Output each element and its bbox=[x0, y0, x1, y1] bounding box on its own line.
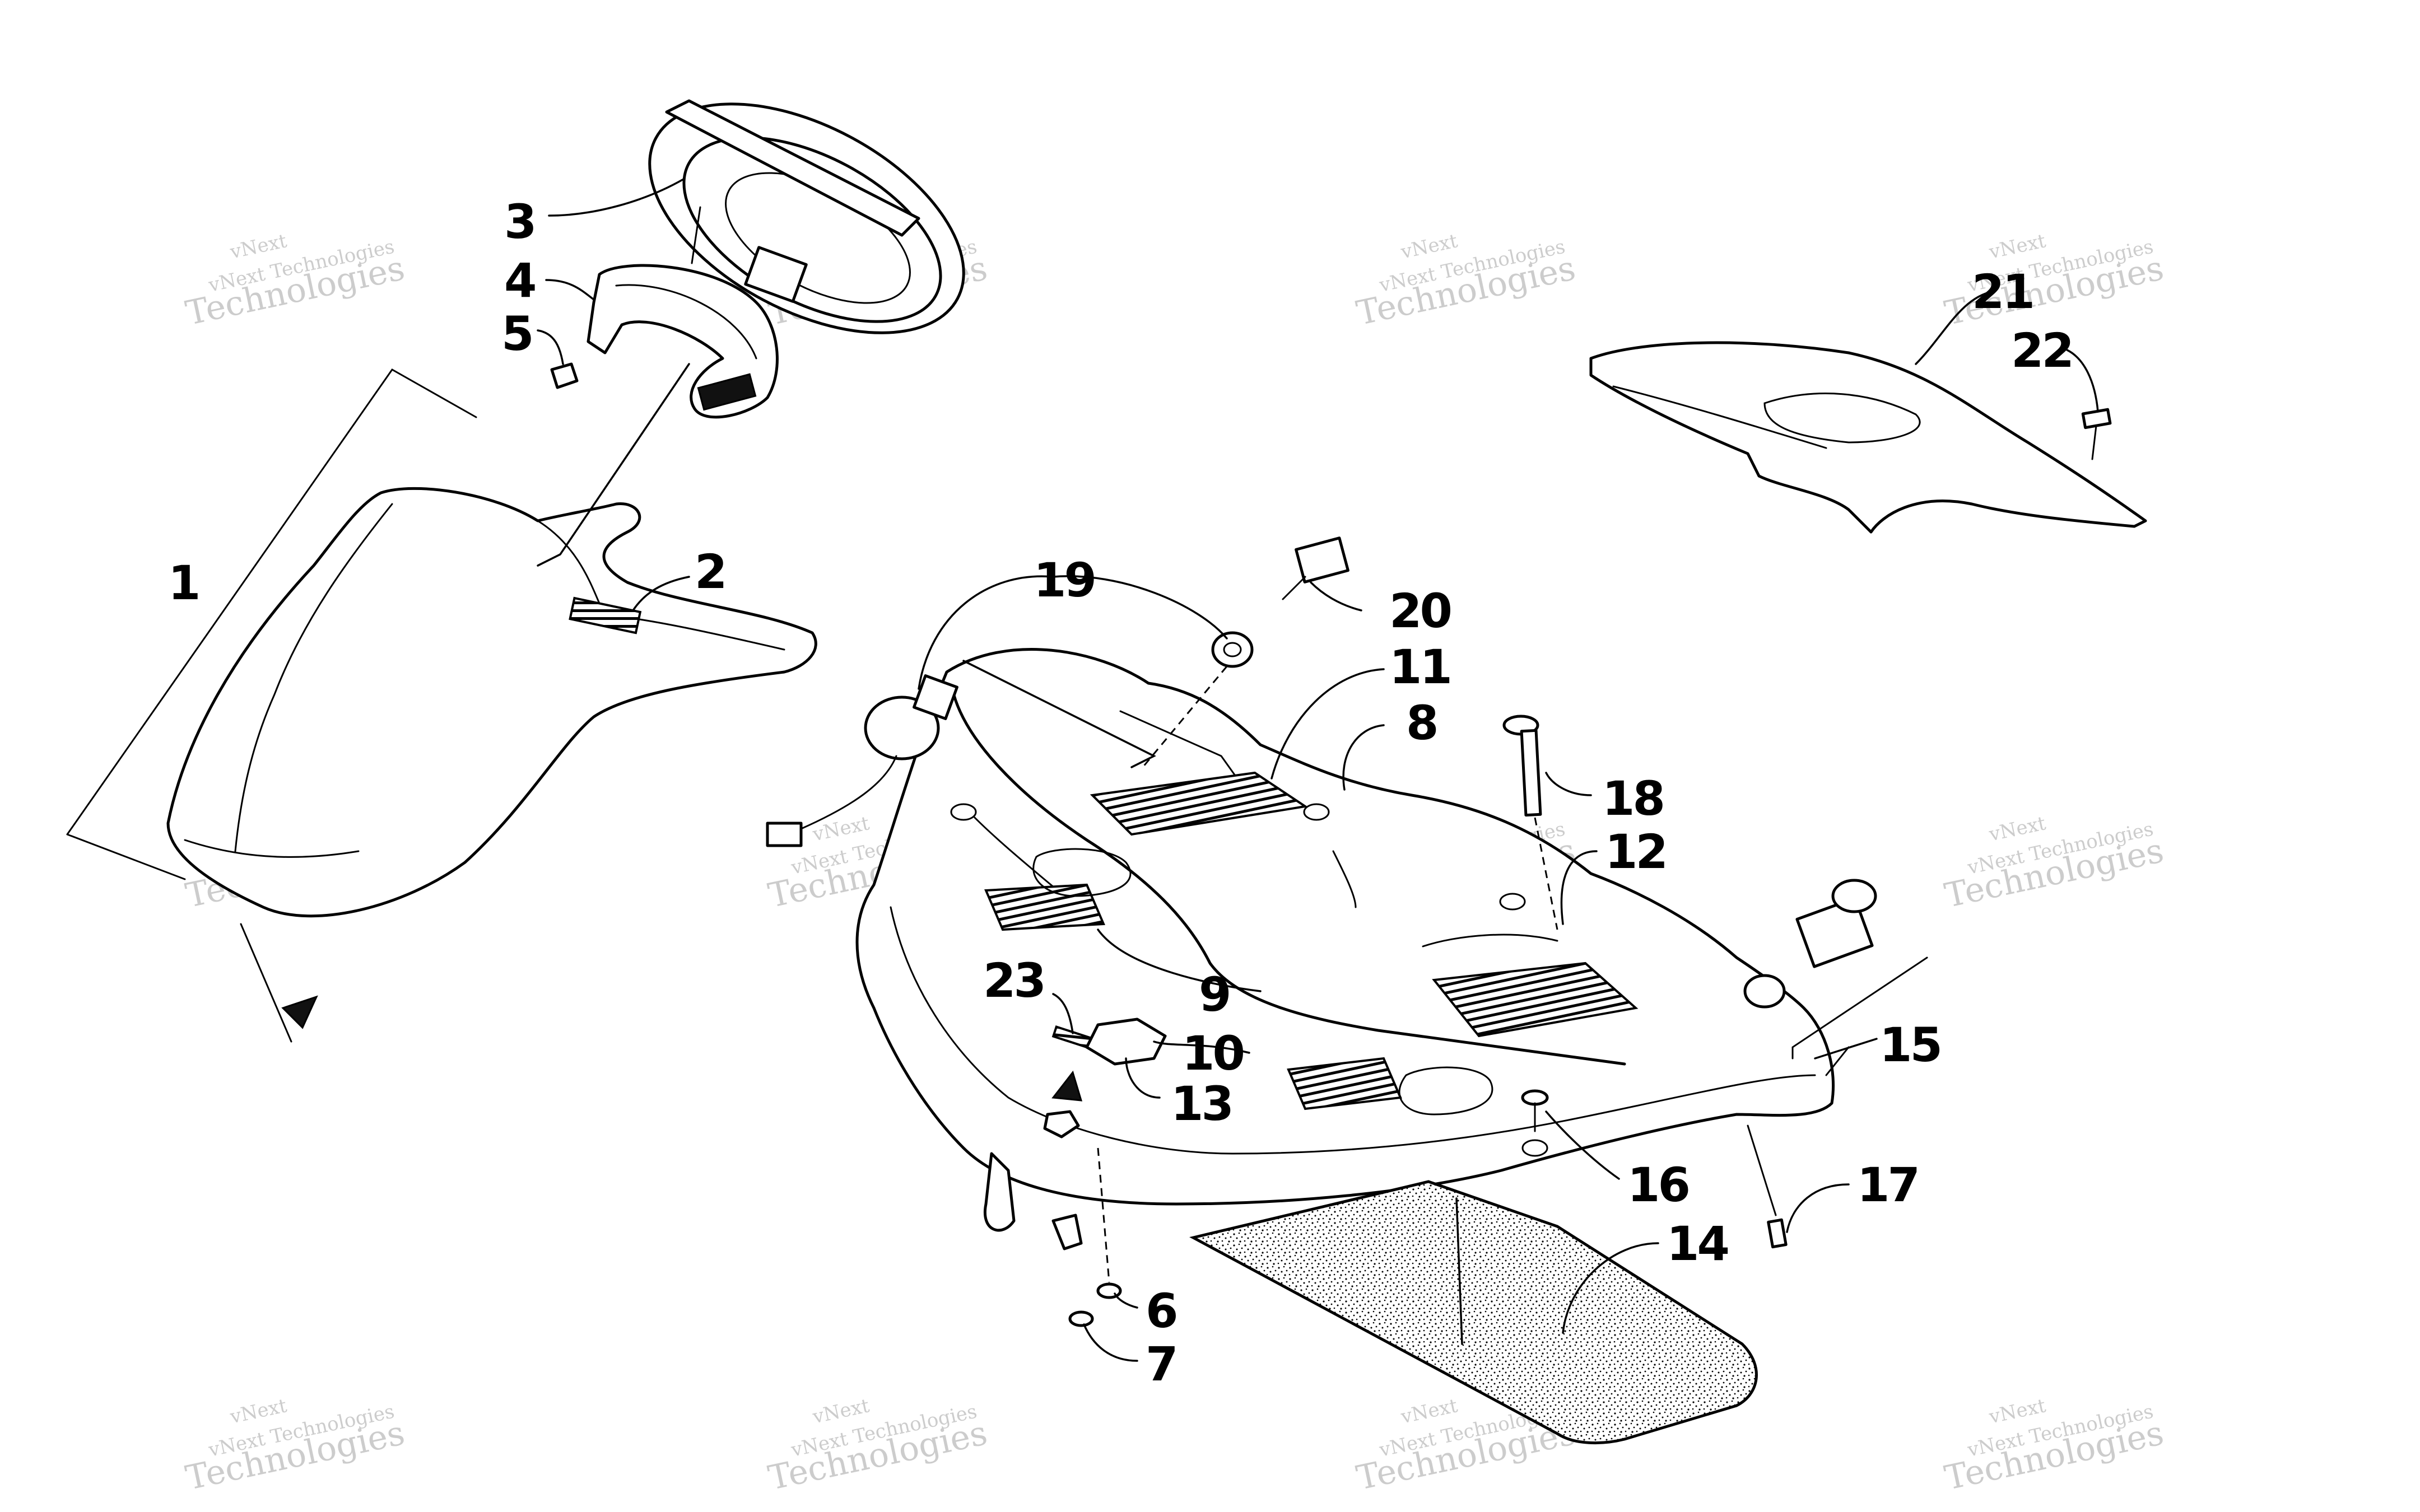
gauge-housing bbox=[648, 99, 965, 334]
leader-lines bbox=[537, 178, 2099, 1362]
main-console bbox=[855, 648, 1835, 1250]
screw-part-17 bbox=[1747, 1124, 1788, 1249]
gauge-bracket bbox=[587, 264, 779, 419]
switch-part-19 bbox=[766, 674, 958, 847]
callout-1: 1 bbox=[168, 556, 198, 610]
arrow-marker bbox=[1051, 1070, 1083, 1102]
washer bbox=[1043, 1070, 1083, 1138]
callout-18: 18 bbox=[1602, 771, 1663, 826]
callout-23: 23 bbox=[983, 953, 1044, 1008]
watermark: Technologies vNext vNext Technologies bbox=[765, 1394, 990, 1498]
key-part-20 bbox=[1211, 536, 1349, 668]
svg-text:vNext: vNext bbox=[810, 1394, 871, 1429]
watermark: Technologies vNext vNext Technologies bbox=[182, 1394, 408, 1498]
nut-part-5 bbox=[550, 362, 579, 389]
callout-6: 6 bbox=[1146, 1284, 1176, 1338]
callouts: 1 2 3 4 5 6 7 8 9 10 11 12 13 14 15 16 1… bbox=[168, 194, 2074, 1392]
callout-12: 12 bbox=[1605, 824, 1666, 879]
arrow-marker bbox=[281, 995, 318, 1029]
callout-9: 9 bbox=[1199, 967, 1229, 1022]
screw-part-16 bbox=[1521, 1089, 1549, 1132]
callout-13: 13 bbox=[1171, 1076, 1232, 1131]
watermark: Technologies vNext vNext Technologies bbox=[1353, 230, 1579, 333]
outlet-part-15 bbox=[1743, 879, 1928, 1076]
callout-14: 14 bbox=[1667, 1216, 1728, 1271]
console-trim bbox=[1589, 341, 2147, 534]
decal-part-13 bbox=[1085, 1018, 1167, 1066]
callout-21: 21 bbox=[1972, 264, 2033, 319]
svg-text:vNext: vNext bbox=[1986, 812, 2047, 846]
callout-19: 19 bbox=[1034, 553, 1095, 608]
bracket-lines-part-1 bbox=[66, 368, 477, 1043]
callout-5: 5 bbox=[501, 306, 532, 361]
callout-10: 10 bbox=[1182, 1026, 1243, 1081]
screw-part-22 bbox=[2081, 408, 2112, 460]
svg-text:vNext: vNext bbox=[1398, 230, 1459, 264]
svg-text:vNext: vNext bbox=[1986, 1394, 2047, 1429]
callout-11: 11 bbox=[1389, 640, 1450, 694]
watermark: Technologies vNext vNext Technologies bbox=[1941, 812, 2167, 916]
callout-15: 15 bbox=[1879, 1018, 1940, 1072]
callout-17: 17 bbox=[1857, 1158, 1918, 1212]
svg-text:vNext: vNext bbox=[1986, 230, 2047, 264]
foam-pad bbox=[1189, 1180, 1758, 1445]
watermark: Technologies vNext vNext Technologies bbox=[182, 230, 408, 333]
svg-text:vNext: vNext bbox=[1398, 1394, 1459, 1429]
callout-16: 16 bbox=[1627, 1158, 1688, 1212]
callout-2: 2 bbox=[695, 544, 725, 599]
callout-7: 7 bbox=[1146, 1337, 1176, 1392]
callout-3: 3 bbox=[504, 194, 534, 249]
callout-22: 22 bbox=[2011, 323, 2072, 378]
callout-4: 4 bbox=[504, 253, 535, 308]
svg-text:vNext: vNext bbox=[227, 230, 288, 264]
callout-20: 20 bbox=[1389, 584, 1450, 638]
bolt-part-18 bbox=[1502, 715, 1558, 930]
watermark: Technologies vNext vNext Technologies bbox=[1941, 230, 2167, 333]
upper-hood bbox=[166, 487, 817, 918]
svg-text:vNext: vNext bbox=[227, 1394, 288, 1429]
callout-8: 8 bbox=[1406, 696, 1436, 750]
svg-text:vNext: vNext bbox=[810, 812, 871, 846]
watermark: Technologies vNext vNext Technologies bbox=[1941, 1394, 2167, 1498]
